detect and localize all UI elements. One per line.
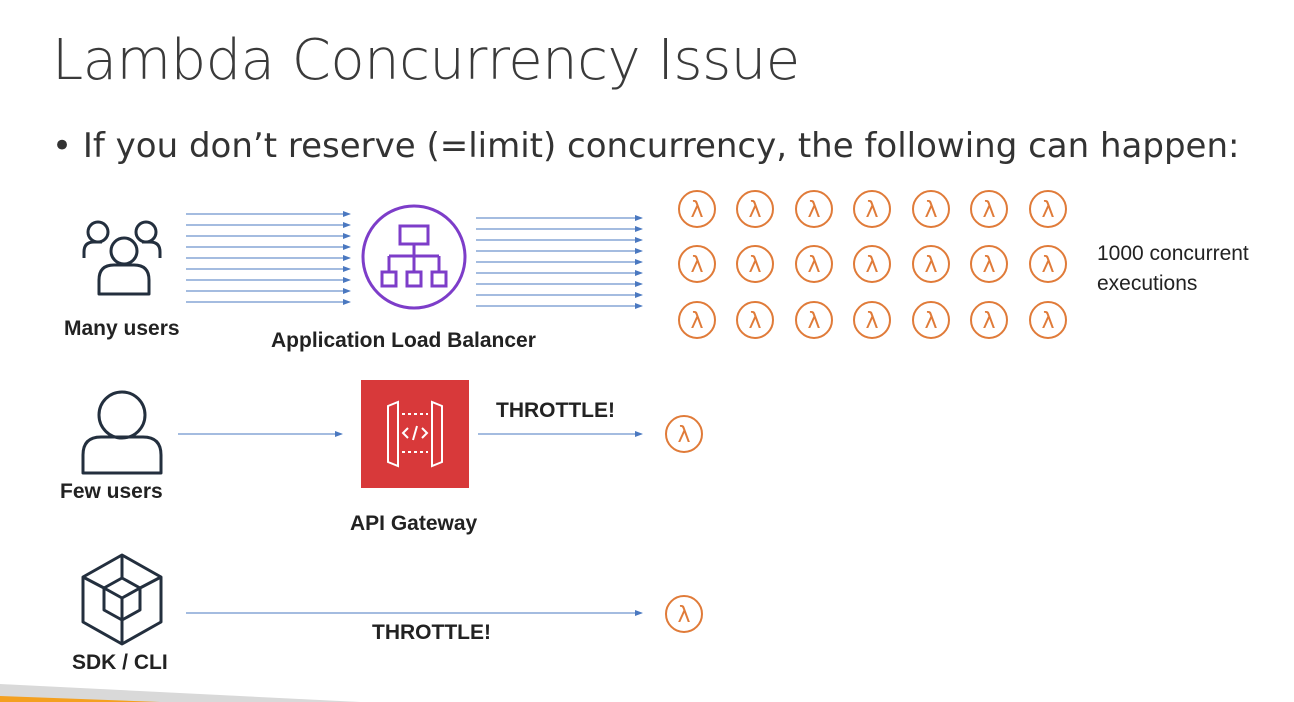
users-group-icon <box>82 220 162 296</box>
lambda-icon <box>853 301 891 339</box>
arrows-users-to-alb <box>186 211 351 305</box>
sdk-cli-label: SDK / CLI <box>72 651 168 674</box>
lambda-icon <box>970 301 1008 339</box>
lambda-icon <box>795 301 833 339</box>
lambda-icon <box>736 190 774 228</box>
page-title: Lambda Concurrency Issue <box>52 28 800 93</box>
lambda-grid <box>678 190 1067 339</box>
user-icon <box>81 390 163 475</box>
lambda-icon <box>912 245 950 283</box>
concurrency-note-line2: executions <box>1097 272 1198 295</box>
lambda-icon <box>912 301 950 339</box>
lambda-icon <box>678 301 716 339</box>
lambda-icon <box>853 245 891 283</box>
lambda-icon <box>736 245 774 283</box>
throttle-label-api: THROTTLE! <box>496 399 615 422</box>
lambda-icon <box>970 245 1008 283</box>
bullet-content: If you don’t reserve (=limit) concurrenc… <box>82 126 1240 166</box>
load-balancer-icon <box>361 204 467 310</box>
lambda-icon <box>678 245 716 283</box>
lambda-icon <box>1029 245 1067 283</box>
api-gateway-label: API Gateway <box>350 512 478 535</box>
lambda-icon <box>1029 190 1067 228</box>
few-users-label: Few users <box>60 480 163 503</box>
alb-label: Application Load Balancer <box>271 329 536 352</box>
api-gateway-icon <box>361 380 469 488</box>
footer-accent <box>0 684 360 702</box>
lambda-icon <box>853 190 891 228</box>
concurrency-note: 1000 concurrent executions <box>1097 239 1249 299</box>
many-users-label: Many users <box>64 317 180 340</box>
lambda-icon <box>678 190 716 228</box>
lambda-icon <box>736 301 774 339</box>
throttle-label-sdk: THROTTLE! <box>372 621 491 644</box>
lambda-icon <box>795 190 833 228</box>
lambda-icon <box>665 415 703 453</box>
concurrency-note-line1: 1000 concurrent <box>1097 242 1249 265</box>
arrows-alb-to-lambdas <box>476 215 643 309</box>
lambda-icon <box>970 190 1008 228</box>
sdk-cube-icon <box>81 553 163 646</box>
bullet-text: • If you don’t reserve (=limit) concurre… <box>52 126 1240 166</box>
lambda-icon <box>912 190 950 228</box>
lambda-icon <box>795 245 833 283</box>
lambda-icon <box>1029 301 1067 339</box>
lambda-icon <box>665 595 703 633</box>
